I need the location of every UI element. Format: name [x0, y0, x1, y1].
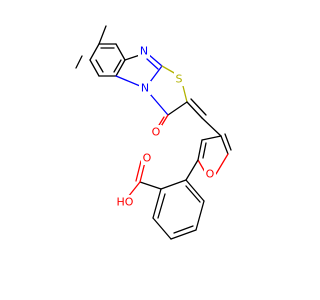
bond-benzo-2 [115, 43, 126, 61]
bond-carboxyl-o-double-2 [135, 160, 142, 182]
bond-imid-4 [115, 75, 141, 87]
bond-furan-5 [215, 153, 229, 175]
bond-aryl-link [185, 159, 199, 181]
bond-benz-4 [152, 217, 172, 240]
bond-imid-3 [149, 65, 163, 83]
bond-benzo-3-inner [113, 59, 122, 73]
atom-o-ketone-label: O [152, 126, 161, 139]
bond-benz-6 [160, 179, 187, 190]
atom-o-carbonyl: O [141, 151, 153, 165]
bonds [75, 25, 232, 240]
bond-benz-1 [185, 179, 205, 202]
bond-benz-3-inner [173, 225, 194, 234]
bond-furan-1 [220, 135, 229, 155]
bond-thiaz-4 [149, 93, 169, 116]
bond-benzo-6 [89, 43, 100, 61]
bond-benz-5 [152, 188, 162, 219]
atom-o-carbonyl-label: O [143, 152, 152, 165]
molecule-structure-diagram: N N S O O O HO [75, 25, 232, 240]
bond-benz-3 [170, 229, 197, 240]
bond-exo-3 [201, 117, 222, 137]
bond-furan-4 [197, 159, 206, 173]
atom-oh-label: HO [117, 196, 134, 209]
atom-o-hydroxyl: HO [115, 195, 135, 209]
bond-furan-3-inner [202, 142, 207, 159]
bond-exo-2 [190, 98, 207, 116]
atom-o-furan: O [204, 167, 216, 181]
bond-furan-2 [201, 135, 222, 141]
bond-benz-5-inner [157, 193, 166, 219]
atom-n-top-label: N [140, 45, 148, 58]
atom-n-top: N [138, 44, 150, 58]
bond-thiaz-1 [161, 65, 177, 75]
bond-furan-3 [197, 139, 203, 161]
atom-s-thiazole: S [174, 72, 185, 86]
bond-carboxyl-oh [127, 181, 141, 198]
bond-benzo-5 [89, 59, 100, 77]
bond-thiaz-3 [167, 101, 188, 116]
atom-s-label: S [176, 73, 183, 86]
atom-n-bridge: N [139, 81, 151, 95]
bond-imid-2-inner [146, 58, 159, 70]
bond-carboxyl-c [139, 181, 162, 190]
bond-exo-1 [186, 101, 203, 119]
atom-o-furan-label: O [206, 168, 215, 181]
atom-o-ketone: O [150, 125, 162, 139]
bond-benz-2 [195, 200, 205, 231]
bond-imid-1 [124, 54, 141, 61]
bond-methyl-lower [75, 55, 83, 69]
bond-imid-2 [147, 53, 163, 67]
bond-benz-1-inner [185, 185, 201, 203]
bond-furan-1-inner [224, 133, 232, 151]
bond-benzo-3 [115, 59, 126, 77]
atom-labels: N N S O O O HO [115, 44, 216, 209]
bond-benzo-5-inner [95, 59, 104, 73]
atom-n-bridge-label: N [141, 82, 149, 95]
bond-carboxyl-o-double-1 [139, 161, 146, 183]
bond-methyl-upper [98, 25, 107, 45]
